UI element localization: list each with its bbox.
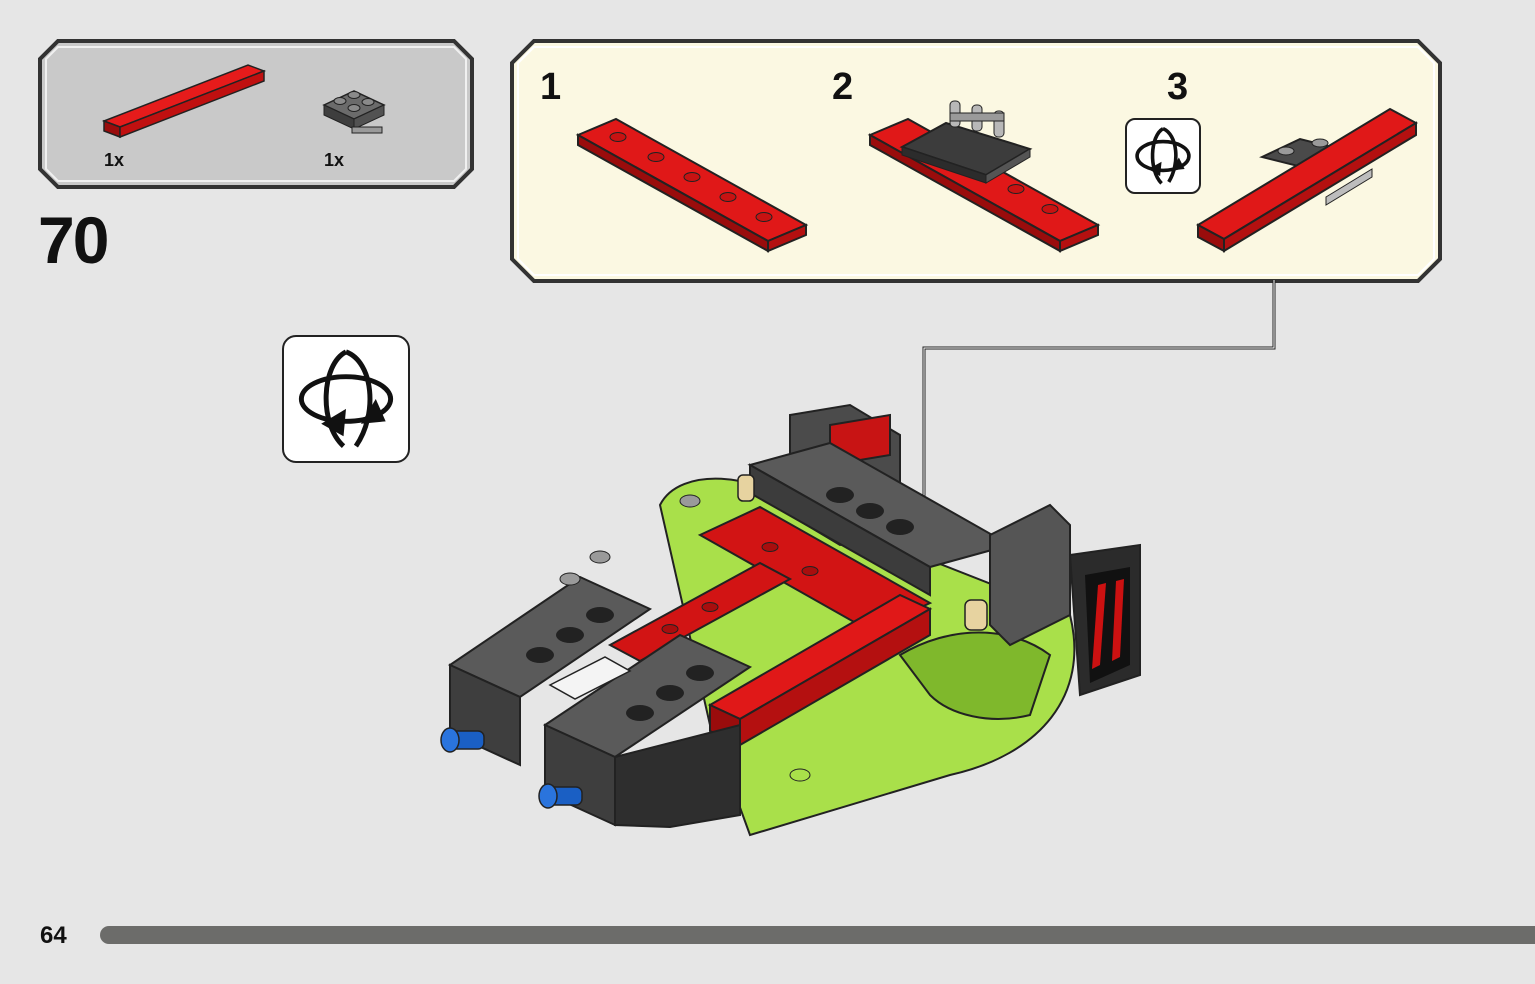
substep-3-flipped-assembly-icon bbox=[1195, 107, 1419, 253]
substep-1-red-plate-icon bbox=[575, 117, 809, 253]
substep-number-2: 2 bbox=[832, 66, 854, 108]
red-plate-part-icon bbox=[101, 64, 267, 139]
step-number: 70 bbox=[38, 203, 109, 277]
part-quantity-2: 1x bbox=[324, 150, 345, 170]
page-number: 64 bbox=[40, 922, 67, 949]
rotate-model-box bbox=[282, 335, 410, 463]
substep-number-3: 3 bbox=[1167, 66, 1189, 108]
main-model-illustration bbox=[440, 403, 1141, 837]
parts-list-panel bbox=[38, 39, 474, 189]
rotate-model-icon bbox=[1135, 126, 1191, 185]
substep-panel bbox=[510, 39, 1442, 283]
blue-pin-right-icon bbox=[538, 783, 583, 809]
part-quantity-1: 1x bbox=[104, 150, 125, 170]
substep-number-1: 1 bbox=[540, 66, 562, 108]
progress-bar bbox=[100, 926, 1535, 944]
blue-pin-left-icon bbox=[440, 727, 485, 753]
substep-2-assembly-icon bbox=[867, 100, 1101, 253]
rotate-model-icon bbox=[298, 349, 394, 448]
substep-rotate-box bbox=[1125, 118, 1201, 194]
gray-clip-plate-part-icon bbox=[322, 90, 386, 134]
